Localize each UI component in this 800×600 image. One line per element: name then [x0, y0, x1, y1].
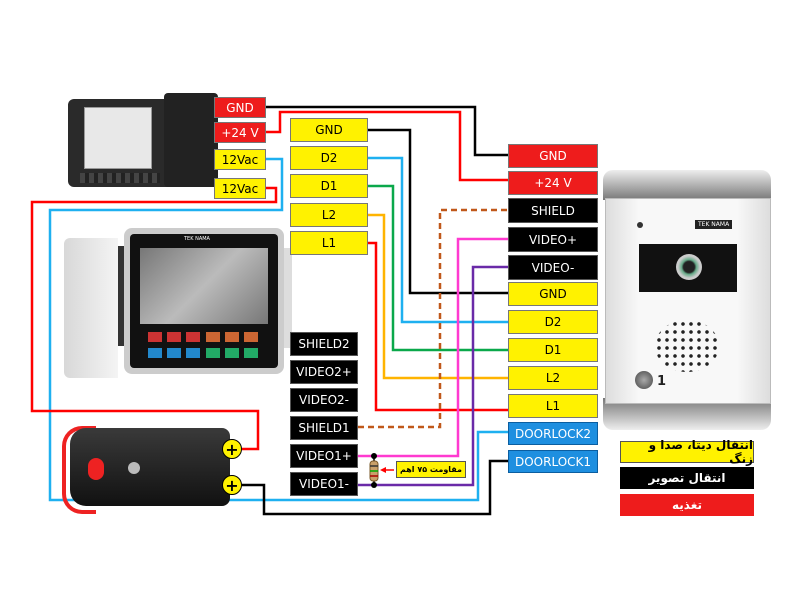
wire-psu-12vac-2	[30, 186, 278, 451]
monitor-terminal-d1: D1	[290, 174, 368, 198]
lock-terminal-1: +	[222, 439, 242, 459]
speaker-grill-icon	[655, 320, 719, 372]
monitor-buttons	[148, 332, 260, 362]
door-station-brand: TEK NAMA	[695, 220, 733, 229]
wire-d2	[368, 156, 510, 324]
door-station-mic-icon	[637, 222, 643, 228]
camera-lens-icon	[676, 254, 702, 280]
psu-terminal-12vac-1: 12Vac	[214, 149, 266, 170]
power-supply-label	[84, 107, 152, 169]
monitor: TEK NAMA	[64, 228, 294, 378]
monitor-terminal-video2-plus: VIDEO2+	[290, 360, 358, 384]
door-station: TEK NAMA 1	[603, 170, 771, 430]
monitor-terminal-shield2: SHIELD2	[290, 332, 358, 356]
psu-terminal-gnd: GND	[214, 97, 266, 118]
legend-power: تغذیه	[620, 494, 754, 516]
wire-psu-24v	[265, 110, 510, 182]
door-terminal-gnd: GND	[508, 282, 598, 306]
monitor-terminal-gnd: GND	[290, 118, 368, 142]
door-terminal-24v: +24 V	[508, 171, 598, 195]
door-terminal-shield: SHIELD	[508, 198, 598, 223]
call-button-number: 1	[657, 374, 667, 389]
wire-d1	[368, 184, 510, 352]
wire-psu-12vac-1	[48, 157, 510, 502]
wire-l2	[368, 213, 510, 380]
monitor-handset	[64, 238, 118, 378]
monitor-terminal-video1-minus: VIDEO1-	[290, 472, 358, 496]
legend-video: انتقال تصویر	[620, 467, 754, 489]
wire-gnd	[368, 128, 510, 295]
wire-l1	[368, 241, 510, 412]
wire-psu-gnd	[265, 105, 510, 157]
door-terminal-l2: L2	[508, 366, 598, 390]
monitor-terminal-video1-plus: VIDEO1+	[290, 444, 358, 468]
door-terminal-l1: L1	[508, 394, 598, 418]
lock-terminal-2: +	[222, 475, 242, 495]
wire-video-minus	[358, 265, 510, 487]
door-terminal-d2: D2	[508, 310, 598, 334]
door-terminal-video-minus: VIDEO-	[508, 255, 598, 280]
lock-release-button	[88, 458, 104, 480]
psu-terminal-12vac-2: 12Vac	[214, 178, 266, 199]
monitor-terminal-video2-minus: VIDEO2-	[290, 388, 358, 412]
resistor-note: مقاومت ۷۵ اهم	[396, 461, 466, 478]
door-terminal-doorlock2: DOORLOCK2	[508, 422, 598, 445]
wire-shield	[358, 208, 510, 429]
wire-video-plus	[358, 237, 510, 458]
monitor-terminal-d2: D2	[290, 146, 368, 170]
door-terminal-doorlock1: DOORLOCK1	[508, 450, 598, 473]
monitor-terminal-l2: L2	[290, 203, 368, 227]
monitor-terminal-l1: L1	[290, 231, 368, 255]
resistor-node-bottom	[371, 482, 377, 488]
electric-lock	[62, 418, 232, 514]
monitor-terminal-shield1: SHIELD1	[290, 416, 358, 440]
monitor-brand: TEK NAMA	[184, 236, 210, 242]
door-terminal-video-plus: VIDEO+	[508, 227, 598, 252]
door-terminal-d1: D1	[508, 338, 598, 362]
legend-data-audio-ring: انتقال دیتا، صدا و زنگ	[620, 438, 754, 466]
psu-terminal-24v: +24 V	[214, 122, 266, 143]
door-terminal-gnd-power: GND	[508, 144, 598, 168]
monitor-screen	[140, 248, 268, 324]
wire-lock-doorlock1	[242, 459, 510, 516]
lock-keyhole-icon	[128, 462, 140, 474]
resistor-node-top	[371, 453, 377, 459]
call-button	[635, 371, 653, 389]
power-supply	[68, 93, 218, 191]
